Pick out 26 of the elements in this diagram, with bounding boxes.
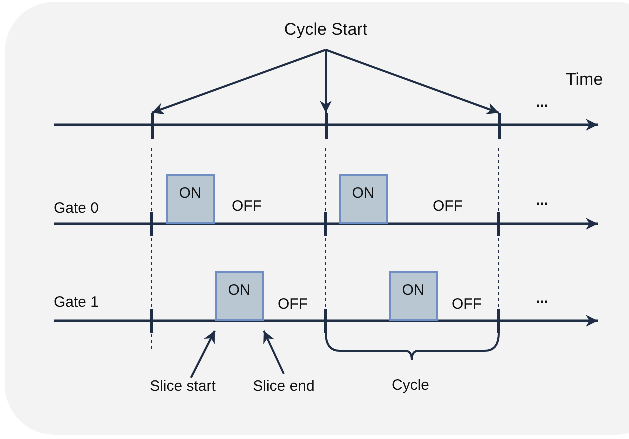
arrow xyxy=(152,49,326,115)
state-label: OFF xyxy=(452,296,482,314)
on-pulse-box: ON xyxy=(166,174,215,224)
state-label: OFF xyxy=(278,296,308,314)
row-label: Gate 0 xyxy=(54,200,100,218)
leader-arrow xyxy=(190,330,216,378)
state-label: OFF xyxy=(232,198,262,216)
caption-text: Cycle Start xyxy=(271,20,381,50)
ellipsis-text: ... xyxy=(536,192,549,210)
on-pulse-box: ON xyxy=(339,174,388,224)
row-label: Gate 1 xyxy=(54,294,100,312)
tick-mark xyxy=(498,113,500,139)
arrow xyxy=(320,50,332,113)
on-pulse-box: ON xyxy=(215,271,264,321)
axis-label: Time xyxy=(566,71,604,89)
tick-mark xyxy=(324,113,328,139)
caption-text: Slice start xyxy=(142,378,224,398)
brace-label: Cycle xyxy=(392,377,430,395)
leader-arrow xyxy=(263,330,285,374)
on-pulse-box: ON xyxy=(389,271,438,321)
caption-text: Slice end xyxy=(246,378,322,398)
tick-mark xyxy=(150,113,154,139)
ellipsis-text: ... xyxy=(536,94,549,112)
ellipsis-text: ... xyxy=(536,290,549,308)
arrow xyxy=(326,49,500,115)
state-label: OFF xyxy=(433,198,463,216)
